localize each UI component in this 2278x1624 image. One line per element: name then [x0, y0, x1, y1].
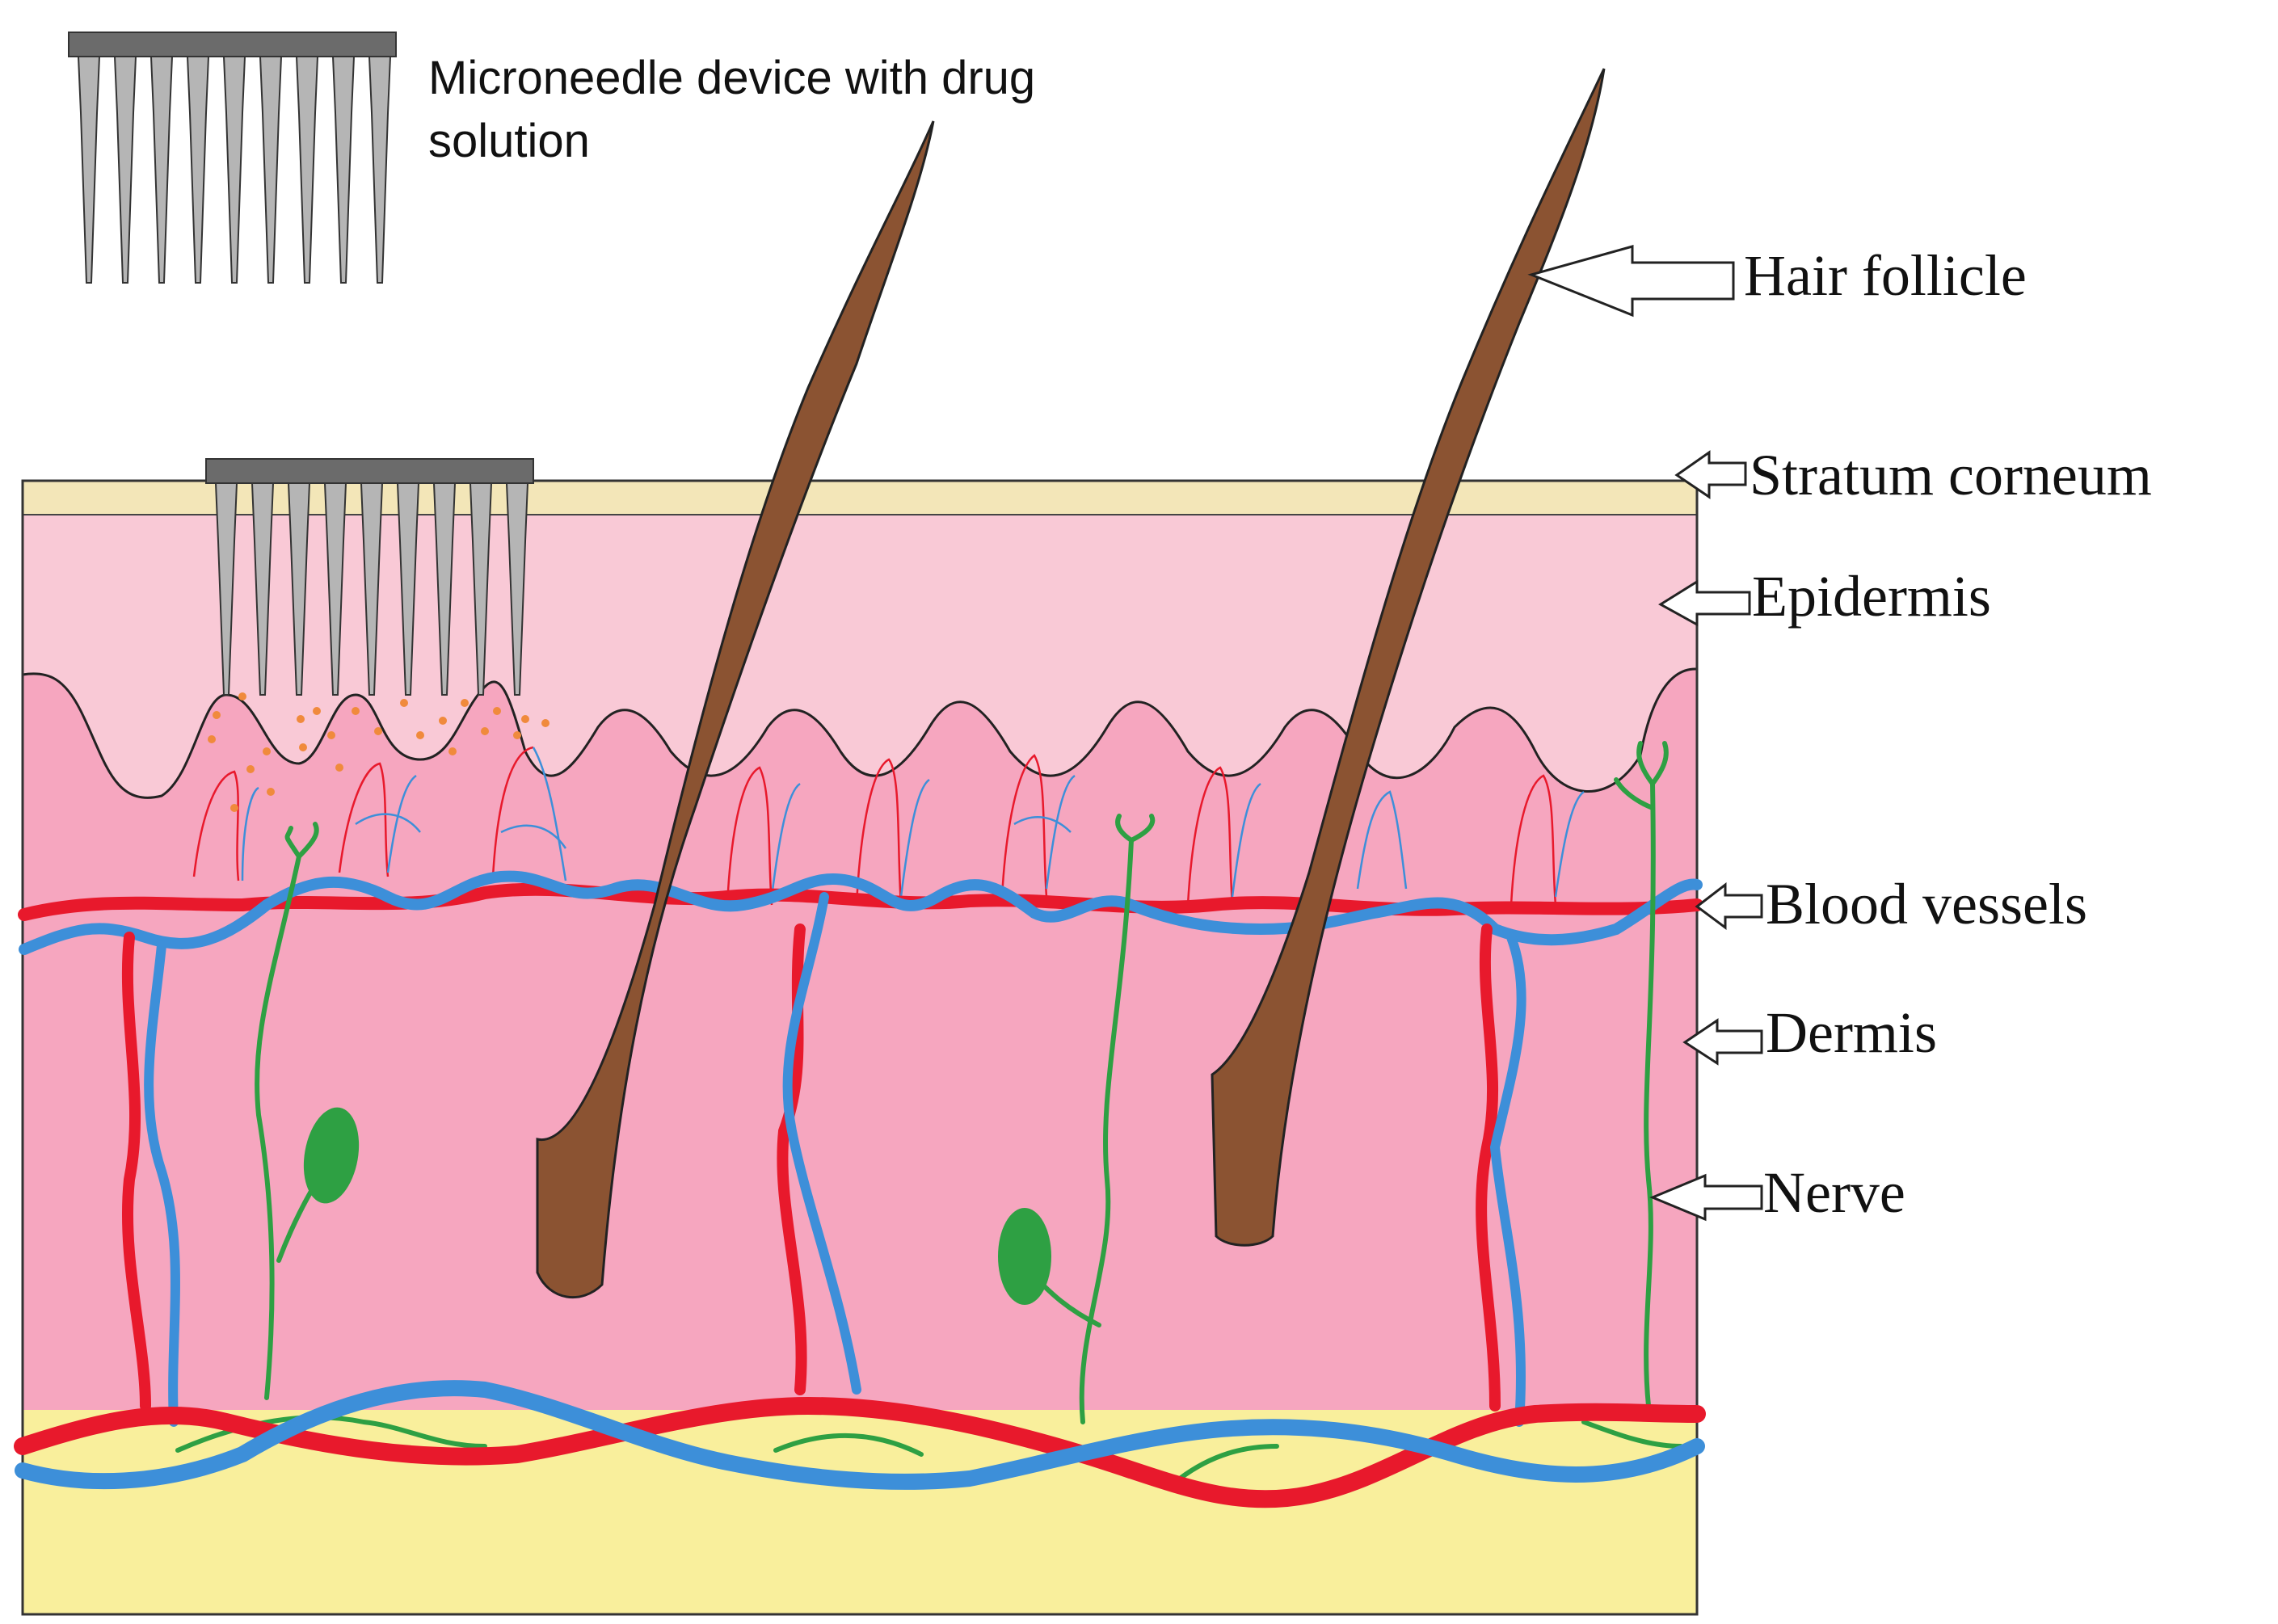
epidermis-arrow-icon [1658, 579, 1751, 627]
nerve-receptor-2 [998, 1208, 1051, 1305]
microneedle-device-caption: Microneedle device with drug solution [428, 52, 1036, 167]
label-arrows [1527, 245, 1763, 1222]
label-stratum-corneum: Stratum corneum [1750, 443, 2152, 507]
hair-follicle-arrow-icon [1527, 245, 1735, 318]
blood-vessels-arrow-icon [1695, 881, 1763, 930]
lower-vein [15, 1380, 1705, 1490]
label-dermis: Dermis [1766, 1000, 1937, 1065]
dermis-arrow-icon [1682, 1018, 1763, 1066]
vertical-vessels [121, 892, 1526, 1427]
label-blood-vessels: Blood vessels [1766, 872, 2088, 936]
inserted-microneedle-device [205, 458, 534, 696]
stratum-corneum-arrow-icon [1674, 450, 1747, 499]
hair-follicle-2 [1211, 68, 1606, 1247]
upper-vein [19, 870, 1703, 955]
upper-artery [18, 882, 1703, 921]
nerve-receptor-1 [303, 1107, 360, 1204]
capillary-loops [192, 746, 1585, 906]
hair-follicle-1 [536, 120, 935, 1298]
label-epidermis: Epidermis [1752, 564, 1991, 629]
label-hair-follicle: Hair follicle [1744, 243, 2027, 308]
microneedle-device-icon [68, 32, 397, 284]
label-nerve: Nerve [1763, 1160, 1905, 1225]
nerve-arrow-icon [1649, 1173, 1763, 1222]
drug-solution-dots [208, 692, 549, 812]
nerve-fibers [175, 741, 1683, 1481]
